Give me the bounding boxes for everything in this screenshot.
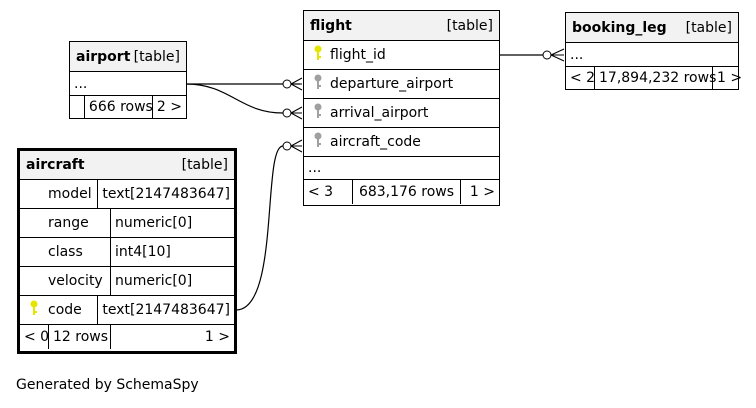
column-name: departure_airport <box>330 76 454 92</box>
column-row[interactable]: class int4[10] <box>20 238 234 267</box>
column-type: numeric[0] <box>110 267 234 295</box>
table-footer: 666 rows 2 > <box>70 96 186 118</box>
column-row[interactable]: code text[2147483647] <box>20 296 234 325</box>
column-row[interactable]: arrival_airport <box>304 99 499 128</box>
column-name: code <box>48 302 82 318</box>
foreign-key-icon <box>310 103 326 123</box>
column-type: text[2147483647] <box>97 296 234 324</box>
table-row: ... <box>70 72 186 96</box>
parents-count[interactable] <box>70 96 84 118</box>
foreign-key-icon <box>310 132 326 152</box>
table-header: booking_leg [table] <box>566 13 738 43</box>
link-end-booking <box>542 50 552 60</box>
table-aircraft[interactable]: aircraft [table] model text[2147483647] … <box>17 148 237 354</box>
children-count[interactable]: 2 > <box>151 96 186 118</box>
table-flight[interactable]: flight [table] flight_id departure_airpo… <box>303 10 500 206</box>
column-name: velocity <box>48 273 103 289</box>
ellipsis-row: ... <box>570 46 584 63</box>
foreign-key-icon <box>310 74 326 94</box>
row-count: 683,176 rows <box>352 180 460 204</box>
column-row[interactable]: aircraft_code <box>304 128 499 157</box>
table-airport[interactable]: airport [table] ... 666 rows 2 > <box>69 41 187 119</box>
table-footer: < 2 17,894,232 rows 1 > <box>566 67 742 89</box>
table-header: aircraft [table] <box>20 151 234 180</box>
column-name: model <box>48 186 92 202</box>
table-kind: [table] <box>133 48 180 65</box>
link-end-arrival <box>282 108 292 118</box>
link-airport-arrival <box>185 83 284 114</box>
column-row[interactable]: range numeric[0] <box>20 209 234 238</box>
table-header: flight [table] <box>304 11 499 41</box>
parents-count[interactable]: < 0 <box>24 329 50 345</box>
row-count: 17,894,232 rows <box>594 67 716 89</box>
children-count[interactable]: 1 > <box>460 180 499 204</box>
column-row[interactable]: departure_airport <box>304 70 499 99</box>
table-name: airport <box>76 48 131 65</box>
table-header: airport [table] <box>70 42 186 72</box>
table-kind: [table] <box>446 17 493 34</box>
generated-by-label: Generated by SchemaSpy <box>16 377 199 393</box>
table-name: flight <box>310 17 352 34</box>
table-kind: [table] <box>685 19 732 36</box>
parents-count[interactable]: < 3 <box>308 184 334 200</box>
link-aircraft-code <box>235 145 284 311</box>
primary-key-icon <box>310 45 326 65</box>
column-name: flight_id <box>330 47 386 63</box>
column-name: range <box>48 215 89 231</box>
link-end-aircraft-code <box>282 141 292 151</box>
children-count[interactable]: 1 > <box>712 67 746 89</box>
table-kind: [table] <box>181 157 228 173</box>
ellipsis-row: ... <box>74 75 88 92</box>
table-row: ... <box>566 43 738 67</box>
children-count[interactable]: 1 > <box>110 325 234 349</box>
table-name: aircraft <box>26 157 85 173</box>
column-name: aircraft_code <box>330 134 421 150</box>
row-count: 12 rows <box>48 325 110 349</box>
table-footer: < 3 683,176 rows 1 > <box>304 180 499 204</box>
column-name: arrival_airport <box>330 105 429 121</box>
link-end-departure <box>282 79 292 89</box>
parents-count[interactable]: < 2 <box>570 70 596 86</box>
column-name: class <box>48 244 83 260</box>
primary-key-icon <box>26 300 42 320</box>
column-type: int4[10] <box>110 238 234 266</box>
column-row[interactable]: flight_id <box>304 41 499 70</box>
column-row[interactable]: model text[2147483647] <box>20 180 234 209</box>
table-footer: < 0 12 rows 1 > <box>20 325 234 349</box>
column-type: text[2147483647] <box>97 180 234 208</box>
ellipsis-row: ... <box>308 160 322 176</box>
column-row[interactable]: velocity numeric[0] <box>20 267 234 296</box>
row-count: 666 rows <box>83 96 153 118</box>
table-name: booking_leg <box>572 19 667 36</box>
table-row: ... <box>304 157 499 180</box>
column-type: numeric[0] <box>110 209 234 237</box>
table-booking-leg[interactable]: booking_leg [table] ... < 2 17,894,232 r… <box>565 12 742 90</box>
